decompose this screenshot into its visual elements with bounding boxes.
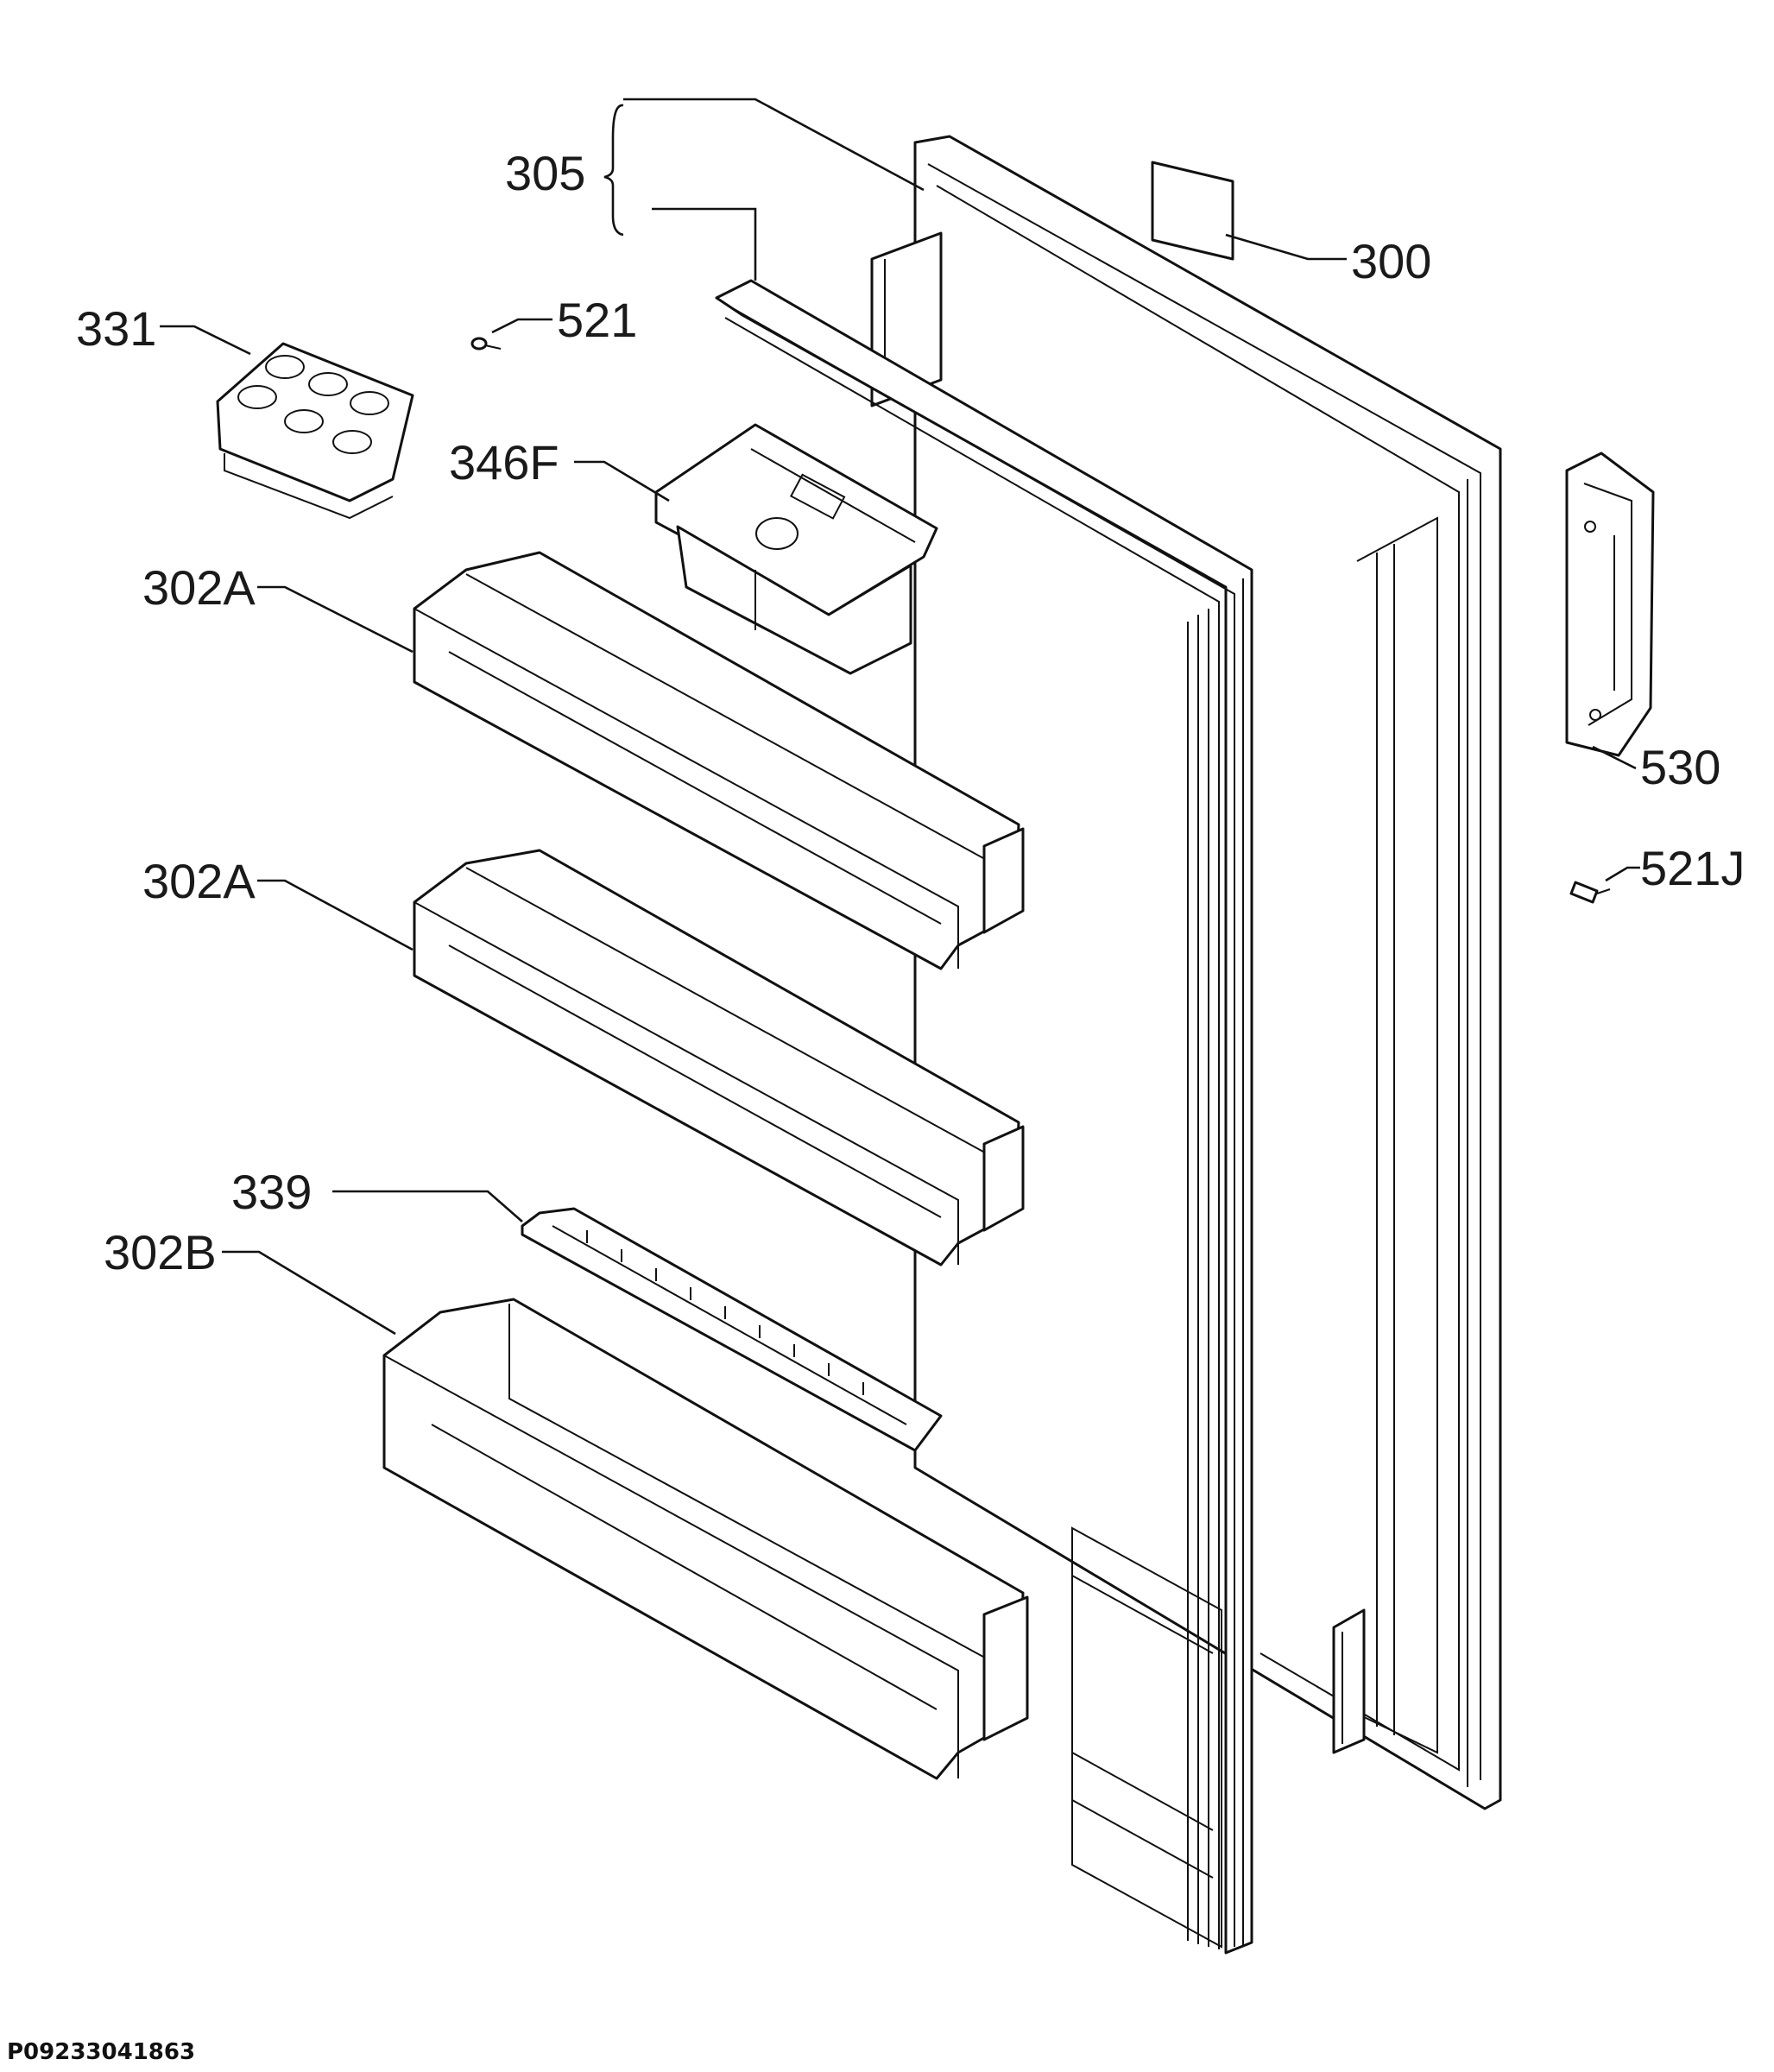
callout-302a-upper: 302A: [142, 560, 256, 615]
door-bin-middle: [413, 849, 1025, 1267]
door-gasket: [715, 279, 1253, 1955]
door-bin-lower: [382, 1298, 1029, 1780]
leader-lines: [160, 98, 1640, 1336]
bottle-retainer: [521, 1207, 943, 1452]
screw: [470, 337, 502, 351]
callout-302b: 302B: [104, 1225, 217, 1279]
egg-tray: [216, 342, 414, 520]
door-bin-upper: [413, 551, 1025, 970]
dairy-compartment: [654, 423, 938, 675]
callout-521j: 521J: [1640, 841, 1745, 895]
callout-labels: 305 300 331 521 346F 302A 302A 339 302B …: [76, 146, 1745, 1279]
callout-302a-middle: 302A: [142, 854, 256, 908]
callout-331: 331: [76, 301, 156, 356]
document-id: P09233041863: [7, 2039, 195, 2065]
callout-346f: 346F: [449, 435, 559, 490]
callout-300: 300: [1351, 234, 1431, 288]
door-handle: [1565, 452, 1655, 757]
label-plate: [1151, 161, 1234, 261]
screw-j: [1569, 881, 1611, 904]
callout-339: 339: [231, 1165, 312, 1219]
callout-305: 305: [505, 146, 585, 200]
callout-521: 521: [557, 293, 637, 347]
callout-530: 530: [1640, 740, 1720, 794]
